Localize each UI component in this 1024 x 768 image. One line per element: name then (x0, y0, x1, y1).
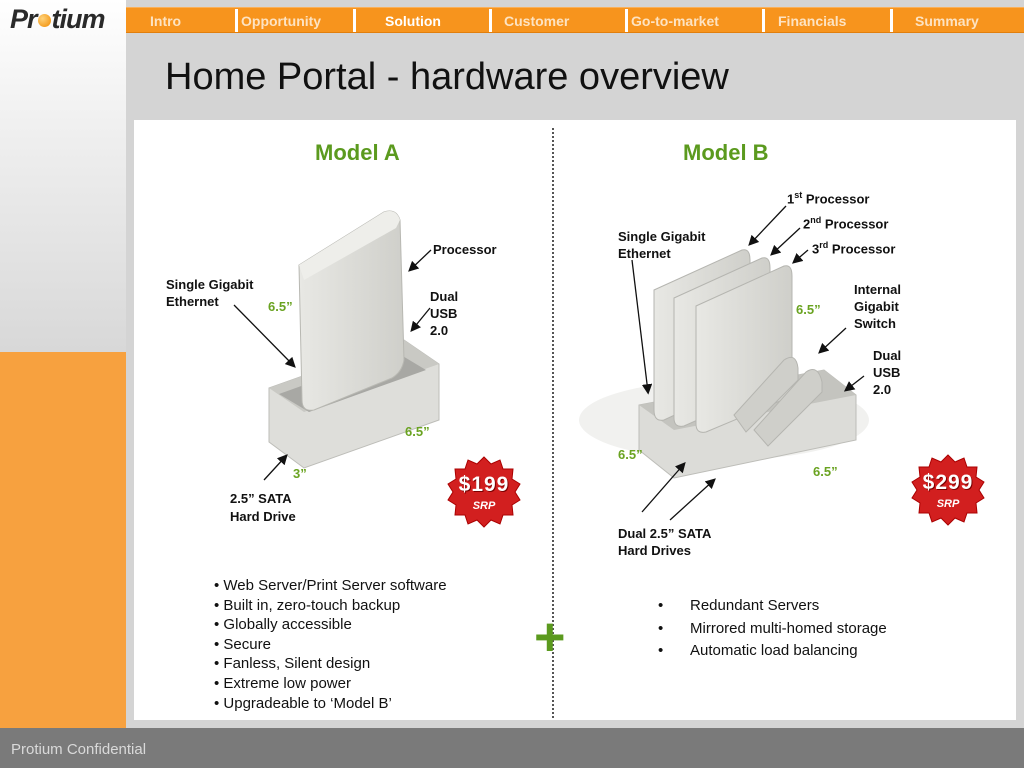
nav-item-summary[interactable]: Summary (915, 13, 979, 29)
model-b-switch-label-3: Switch (854, 316, 896, 331)
model-b-price-note: SRP (936, 498, 960, 510)
feature-item: • Built in, zero-touch backup (214, 596, 401, 614)
model-b-gigabit-label-1: Single Gigabit (618, 229, 706, 244)
feature-item: Mirrored multi-homed storage (658, 618, 887, 641)
feature-item: • Upgradeable to ‘Model B’ (214, 694, 392, 712)
model-a-price: $199 (458, 473, 510, 496)
model-b-switch-label-2: Gigabit (854, 299, 899, 314)
hardware-illustration (233, 205, 869, 521)
model-divider (552, 128, 554, 718)
model-b-gigabit-label-2: Ethernet (618, 246, 671, 261)
feature-item: Redundant Servers (658, 595, 887, 618)
nav-item-solution[interactable]: Solution (385, 13, 441, 29)
model-b-right-dim: 6.5” (813, 464, 838, 479)
sidebar-top (0, 0, 126, 352)
feature-item: • Fanless, Silent design (214, 655, 371, 673)
feature-item: • Secure (214, 635, 271, 653)
model-a-features: • Web Server/Print Server software • Bui… (214, 576, 447, 713)
nav-item-customer[interactable]: Customer (504, 13, 570, 29)
feature-item: Automatic load balancing (658, 640, 887, 663)
page-title: Home Portal - hardware overview (165, 56, 729, 98)
nav-separator (235, 9, 238, 32)
model-a-title: Model A (315, 140, 400, 165)
nav-separator (625, 9, 628, 32)
model-b-processor-3-label: 3rd Processor (812, 240, 896, 257)
model-b-usb-label-3: 2.0 (873, 382, 892, 397)
nav-separator (890, 9, 893, 32)
model-b-switch-label-1: Internal (854, 282, 901, 297)
nav-item-intro[interactable]: Intro (150, 13, 182, 29)
nav-separator (489, 9, 492, 32)
model-a-usb-label-2: USB (430, 306, 458, 321)
model-a-device (268, 210, 440, 469)
model-b-title: Model B (683, 140, 769, 165)
logo-dot-icon (37, 14, 51, 28)
model-a-gigabit-label-2: Ethernet (166, 294, 219, 309)
model-a-price-note: SRP (472, 500, 496, 512)
model-a-usb-label-3: 2.0 (430, 323, 449, 338)
footer: Protium Confidential (0, 728, 1024, 768)
model-a-gigabit-label-1: Single Gigabit (166, 277, 254, 292)
nav-separator (762, 9, 765, 32)
model-a-width-dim: 3” (293, 466, 307, 481)
model-b-features: Redundant Servers Mirrored multi-homed s… (658, 595, 887, 663)
section-nav: Intro Opportunity Solution Customer Go-t… (126, 7, 1024, 33)
sidebar-orange (0, 352, 126, 728)
model-a-hdd-label-2: Hard Drive (230, 509, 296, 524)
model-b-height-dim: 6.5” (796, 302, 821, 317)
nav-item-opportunity[interactable]: Opportunity (241, 13, 322, 29)
feature-item: • Extreme low power (214, 674, 351, 692)
feature-item: • Globally accessible (214, 616, 352, 634)
plus-icon: + (534, 607, 566, 667)
model-b-hdd-label-1: Dual 2.5” SATA (618, 526, 712, 541)
model-a-usb-label-1: Dual (430, 289, 459, 304)
model-b-device (579, 249, 869, 479)
model-b-price: $299 (922, 471, 974, 494)
nav-item-financials[interactable]: Financials (778, 13, 847, 29)
model-b-processor-2-label: 2nd Processor (803, 215, 889, 232)
model-b-hdd-label-2: Hard Drives (618, 543, 691, 558)
confidential-notice: Protium Confidential (11, 741, 147, 758)
model-a-hdd-label-1: 2.5” SATA (230, 491, 292, 506)
feature-item: • Web Server/Print Server software (214, 577, 447, 594)
model-b-usb-label-1: Dual (873, 348, 902, 363)
model-a-depth-dim: 6.5” (405, 424, 430, 439)
model-a-height-dim: 6.5” (268, 299, 293, 314)
nav-separator (353, 9, 356, 32)
model-a-price-badge: $199 SRP (446, 455, 522, 531)
model-a-processor-label: Processor (433, 242, 497, 257)
nav-item-go-to-market[interactable]: Go-to-market (631, 13, 719, 29)
content-panel: Model A Processor Single Gigabit Etherne… (134, 120, 1016, 720)
model-b-price-badge: $299 SRP (910, 453, 986, 529)
model-b-left-dim: 6.5” (618, 447, 643, 462)
model-b-processor-1-label: 1st Processor (787, 190, 870, 207)
model-b-usb-label-2: USB (873, 365, 901, 380)
